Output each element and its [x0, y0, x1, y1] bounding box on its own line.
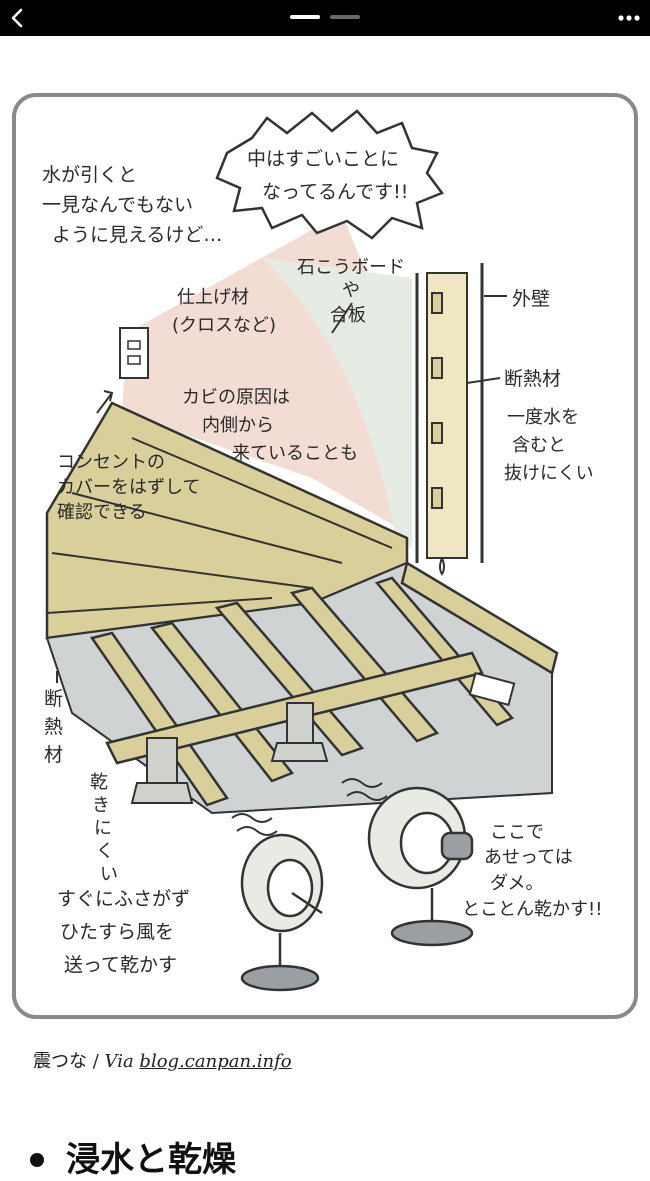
label-insulation-floor-2: 熱 — [44, 716, 63, 738]
label-hard-dry-4: く — [96, 841, 114, 862]
label-right-note-2: あせっては — [484, 847, 573, 868]
heading-bullet — [30, 1152, 44, 1167]
top-nav-bar — [0, 0, 650, 36]
label-board-3: 合板 — [330, 305, 366, 326]
label-hard-dry-1: 乾 — [90, 772, 108, 793]
label-right-note-3: ダメ。 — [490, 873, 543, 894]
label-mold-3: 来ていることも — [232, 443, 358, 464]
label-outlet-2: カバーをはずして — [57, 477, 200, 498]
label-mold-2: 内側から — [202, 415, 274, 436]
label-bottom-note-1: すぐにふさがず — [57, 888, 190, 910]
bubble-right-line-1: 中はすごいことに — [247, 148, 399, 170]
label-insulation-wall: 断熱材 — [504, 368, 561, 390]
label-right-note-1: ここで — [490, 822, 544, 843]
label-right-note-4: とことん乾かす!! — [462, 899, 602, 920]
label-bottom-note-3: 送って乾かす — [64, 954, 177, 976]
label-finish-1: 仕上げ材 — [177, 287, 249, 308]
chevron-left-icon[interactable] — [6, 6, 30, 30]
label-mold-1: カビの原因は — [182, 387, 290, 408]
label-water-note-3: 抜けにくい — [504, 463, 594, 484]
bubble-left-line-1: 水が引くと — [42, 164, 137, 186]
label-water-note-1: 一度水を — [507, 407, 579, 428]
image-caption: 震つな / Via blog.canpan.info — [33, 1047, 292, 1073]
section-heading-text: 浸水と乾燥 — [66, 1140, 236, 1180]
fan-left-icon — [240, 833, 324, 992]
caption-source-link[interactable]: blog.canpan.info — [139, 1051, 292, 1072]
label-outer-wall: 外壁 — [512, 288, 550, 310]
label-insulation-floor-1: 断 — [44, 688, 63, 710]
bubble-right-line-2: なってるんです!! — [262, 181, 408, 203]
more-horizontal-icon[interactable] — [616, 8, 642, 28]
section-heading: 浸水と乾燥 — [30, 1132, 236, 1180]
label-outlet-1: コンセントの — [57, 452, 165, 473]
wall-insulation — [426, 272, 468, 559]
label-bottom-note-2: ひたすら風を — [60, 921, 174, 943]
label-board-1: 石こうボード — [297, 257, 405, 278]
outlet-icon — [119, 327, 149, 379]
caption-credit: 震つな / — [33, 1051, 105, 1072]
gypsum-board-area — [262, 258, 412, 548]
label-hard-dry-5: い — [100, 864, 118, 885]
page-dot-inactive[interactable] — [330, 15, 360, 19]
page-dot-active[interactable] — [290, 15, 320, 19]
label-finish-2: (クロスなど) — [172, 315, 276, 336]
label-board-2: や — [342, 280, 360, 301]
label-outlet-3: 確認できる — [57, 502, 147, 523]
label-hard-dry-2: き — [92, 795, 110, 816]
bubble-left-line-3: ように見えるけど… — [52, 224, 222, 246]
flood-house-illustration: 水が引くと 一見なんでもない ように見えるけど… 中はすごいことに なってるんで… — [12, 93, 638, 1019]
speech-burst — [215, 109, 444, 240]
caption-via: Via — [104, 1051, 140, 1072]
label-hard-dry-3: に — [94, 818, 112, 839]
label-insulation-floor-3: 材 — [44, 744, 63, 766]
fan-right-icon — [367, 786, 474, 947]
bubble-left-line-2: 一見なんでもない — [42, 194, 193, 216]
label-water-note-2: 含むと — [512, 435, 566, 456]
